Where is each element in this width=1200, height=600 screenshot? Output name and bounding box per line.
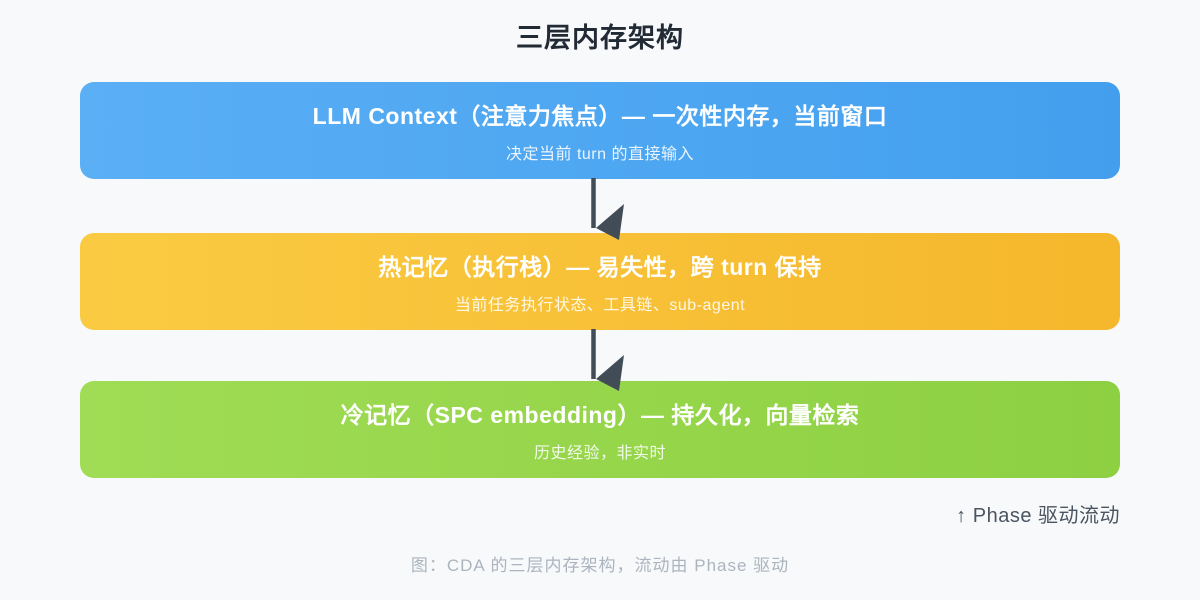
layer-llm-context-title: LLM Context（注意力焦点）— 一次性内存，当前窗口 [312,103,888,129]
flow-down-arrow-icon [591,329,624,391]
layer-hot-memory-subtitle: 当前任务执行状态、工具链、sub-agent [454,297,746,314]
figure-caption: 图：CDA 的三层内存架构，流动由 Phase 驱动 [410,556,790,575]
layer-hot-memory-title: 热记忆（执行栈）— 易失性，跨 turn 保持 [378,254,822,280]
layer-hot-memory: 热记忆（执行栈）— 易失性，跨 turn 保持 当前任务执行状态、工具链、sub… [80,233,1120,330]
flow-down-arrow-icon [591,178,624,240]
layer-cold-memory-subtitle: 历史经验，非实时 [533,445,666,462]
page-title: 三层内存架构 [516,23,684,53]
layer-cold-memory-title: 冷记忆（SPC embedding）— 持久化，向量检索 [340,402,860,428]
layer-llm-context-subtitle: 决定当前 turn 的直接输入 [506,146,694,163]
phase-flow-note: ↑ Phase 驱动流动 [956,505,1120,527]
layer-llm-context: LLM Context（注意力焦点）— 一次性内存，当前窗口 决定当前 turn… [80,82,1120,179]
layer-cold-memory: 冷记忆（SPC embedding）— 持久化，向量检索 历史经验，非实时 [80,381,1120,478]
